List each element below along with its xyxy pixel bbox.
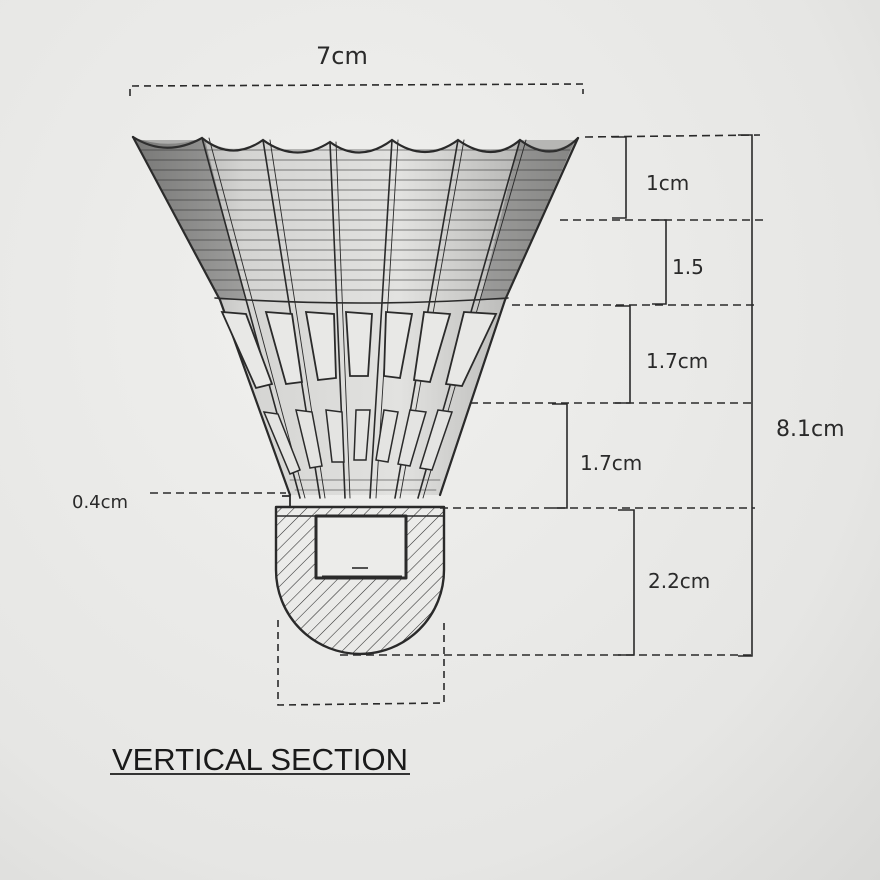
vane-lines (139, 149, 571, 291)
caption: VERTICAL SECTION (110, 742, 410, 777)
width-label: 7cm (316, 42, 368, 70)
dimension-lines (129, 83, 768, 706)
segment-label-2: 1.5 (672, 255, 704, 279)
cork-base-section (274, 495, 446, 656)
dimension-labels: 7cm 1cm 1.5 1.7cm 1.7cm 2.2cm 8.1cm 0.4c… (72, 42, 845, 593)
segment-label-4: 1.7cm (580, 451, 642, 475)
total-height-label: 8.1cm (776, 417, 845, 442)
feather-skirt (131, 135, 580, 499)
skirt-windows-upper (220, 310, 498, 390)
rim-label: 0.4cm (72, 492, 128, 513)
caption-text: VERTICAL SECTION (112, 742, 408, 777)
segment-label-5: 2.2cm (648, 569, 710, 593)
segment-label-3: 1.7cm (646, 349, 708, 373)
skirt-windows-lower (262, 409, 454, 475)
segment-label-1: 1cm (646, 171, 689, 195)
